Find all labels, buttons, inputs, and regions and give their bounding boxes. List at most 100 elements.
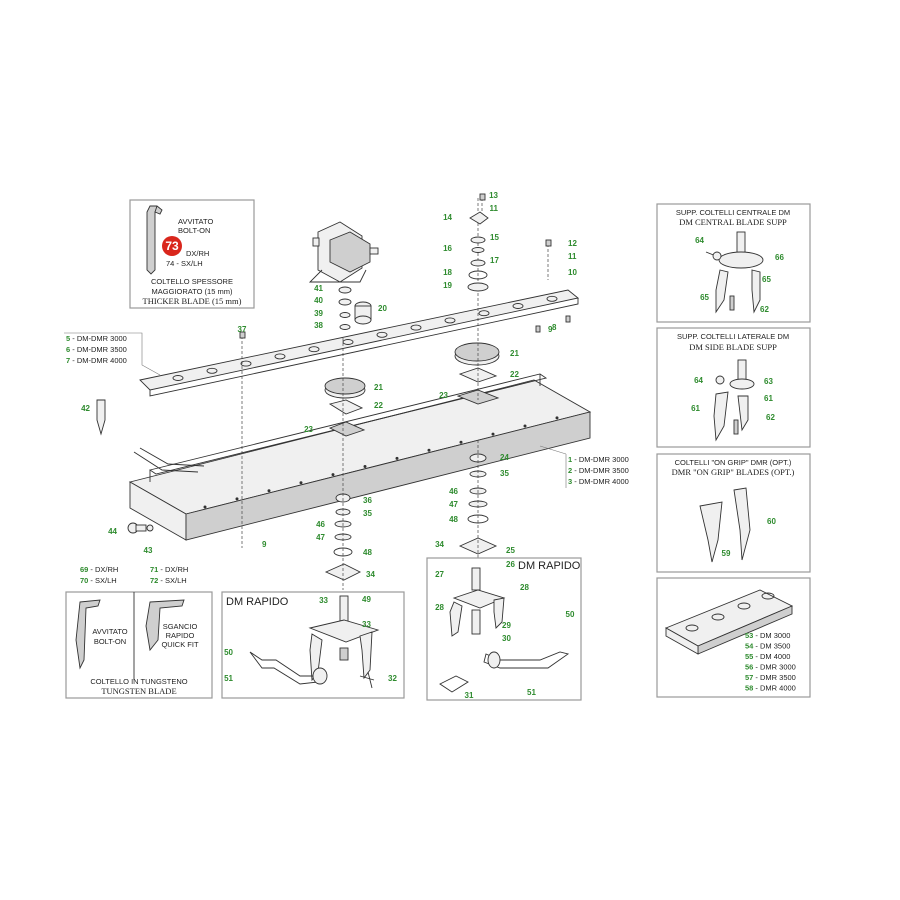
frame-hole	[459, 440, 463, 444]
callout-c60[interactable]: 60	[767, 517, 776, 526]
callout-c9b[interactable]: 9	[262, 540, 267, 549]
dm-rapido-label-right: DM RAPIDO	[518, 560, 581, 572]
callout-c23a[interactable]: 23	[304, 425, 313, 434]
tungsten-quick-fit-2: RAPIDO	[166, 631, 195, 640]
thicker-blade-icon	[146, 205, 163, 275]
callout-c19[interactable]: 19	[443, 281, 452, 290]
callout-c12[interactable]: 12	[568, 239, 577, 248]
callout-c50a[interactable]: 50	[566, 610, 575, 619]
side-supp-title-en: DM SIDE BLADE SUPP	[689, 342, 777, 352]
callout-c9a[interactable]: 9	[548, 325, 553, 334]
callout-c32[interactable]: 32	[388, 674, 397, 683]
callout-c10[interactable]: 10	[568, 268, 577, 277]
callout-c37[interactable]: 37	[238, 325, 247, 334]
callout-c35a[interactable]: 35	[500, 469, 509, 478]
callout-c22a[interactable]: 22	[374, 401, 383, 410]
callout-c33b[interactable]: 33	[362, 620, 371, 629]
central-supp-title-en: DM CENTRAL BLADE SUPP	[679, 217, 787, 227]
callout-c34a[interactable]: 34	[366, 570, 375, 579]
callout-c33a[interactable]: 33	[319, 596, 328, 605]
callout-c47a[interactable]: 47	[449, 500, 458, 509]
thicker-blade-side-lh: 74 - SX/LH	[166, 259, 203, 268]
thicker-blade-side-rh: DX/RH	[186, 249, 209, 258]
cover-hole	[206, 367, 218, 374]
frame-hole	[491, 432, 495, 436]
callout-c34b[interactable]: 34	[435, 540, 444, 549]
callout-c22b[interactable]: 22	[510, 370, 519, 379]
callout-c44[interactable]: 44	[108, 527, 117, 536]
callout-c30[interactable]: 30	[502, 634, 511, 643]
tungsten-quick-fit-3: QUICK FIT	[161, 640, 199, 649]
callout-c39[interactable]: 39	[314, 309, 323, 318]
cover-model-7: 7 - DM-DMR 4000	[66, 356, 127, 365]
callout-c61b[interactable]: 61	[764, 394, 773, 403]
thicker-blade-bolt-on-2: BOLT-ON	[178, 226, 210, 235]
callout-c8[interactable]: 8	[552, 323, 557, 332]
callout-c23b[interactable]: 23	[439, 391, 448, 400]
side-supp-title-it: SUPP. COLTELLI LATERALE DM	[677, 332, 789, 341]
callout-c46a[interactable]: 46	[449, 487, 458, 496]
highlight-marker[interactable]	[162, 236, 182, 256]
callout-c16[interactable]: 16	[443, 244, 452, 253]
callout-c38[interactable]: 38	[314, 321, 323, 330]
callout-c29[interactable]: 29	[502, 621, 511, 630]
callout-c65a[interactable]: 65	[762, 275, 771, 284]
callout-c13[interactable]: 13	[489, 191, 498, 200]
callout-c51b[interactable]: 51	[224, 674, 233, 683]
dm-rapido-left-box: DM RAPIDO	[221, 591, 405, 699]
callout-c11b[interactable]: 11	[568, 252, 577, 261]
callout-c18[interactable]: 18	[443, 268, 452, 277]
callout-c65b[interactable]: 65	[700, 293, 709, 302]
callout-c63[interactable]: 63	[764, 377, 773, 386]
tungsten-right-rh: 71 - DX/RH	[150, 565, 188, 574]
callout-c21b[interactable]: 21	[510, 349, 519, 358]
callout-c35b[interactable]: 35	[363, 509, 372, 518]
tungsten-bolt-on-icon	[75, 599, 101, 670]
cover-model-6: 6 - DM-DMR 3500	[66, 345, 127, 354]
callout-c62a[interactable]: 62	[760, 305, 769, 314]
cover-hole	[308, 346, 320, 353]
callout-c41[interactable]: 41	[314, 284, 323, 293]
tungsten-bolt-on-1: AVVITATO	[92, 627, 127, 636]
callout-c50b[interactable]: 50	[224, 648, 233, 657]
callout-c25[interactable]: 25	[506, 546, 515, 555]
callout-c28b[interactable]: 28	[520, 583, 529, 592]
callout-c26[interactable]: 26	[506, 560, 515, 569]
callout-c11a[interactable]: 11	[490, 204, 499, 213]
callout-c62b[interactable]: 62	[766, 413, 775, 422]
callout-c42[interactable]: 42	[81, 404, 90, 413]
callout-c61a[interactable]: 61	[691, 404, 700, 413]
callout-c49[interactable]: 49	[362, 595, 371, 604]
callout-c64a[interactable]: 64	[695, 236, 704, 245]
callout-c15[interactable]: 15	[490, 233, 499, 242]
frame-hole	[523, 424, 527, 428]
callout-c59[interactable]: 59	[722, 549, 731, 558]
callout-c64b[interactable]: 64	[694, 376, 703, 385]
frame-hole	[299, 481, 303, 485]
callout-c36[interactable]: 36	[363, 496, 372, 505]
frame-model-3: 3 - DM-DMR 4000	[568, 477, 629, 486]
callout-c28a[interactable]: 28	[435, 603, 444, 612]
callout-c46b[interactable]: 46	[316, 520, 325, 529]
callout-c40[interactable]: 40	[314, 296, 323, 305]
callout-c20[interactable]: 20	[378, 304, 387, 313]
frame-variant-55: 55 - DM 4000	[745, 652, 790, 661]
frame-variants-panel	[656, 577, 811, 698]
callout-c24[interactable]: 24	[500, 453, 509, 462]
callout-c43[interactable]: 43	[144, 546, 153, 555]
callout-c31[interactable]: 31	[465, 691, 474, 700]
callout-c66[interactable]: 66	[775, 253, 784, 262]
fasteners	[96, 193, 571, 548]
callout-c17[interactable]: 17	[490, 256, 499, 265]
callout-c48b[interactable]: 48	[363, 548, 372, 557]
callout-c48a[interactable]: 48	[449, 515, 458, 524]
thicker-blade-bolt-on-1: AVVITATO	[178, 217, 213, 226]
callout-c51a[interactable]: 51	[527, 688, 536, 697]
main-frame	[128, 373, 592, 541]
callout-c47b[interactable]: 47	[316, 533, 325, 542]
callout-c27[interactable]: 27	[435, 570, 444, 579]
callout-c21a[interactable]: 21	[374, 383, 383, 392]
callout-c14[interactable]: 14	[443, 213, 452, 222]
